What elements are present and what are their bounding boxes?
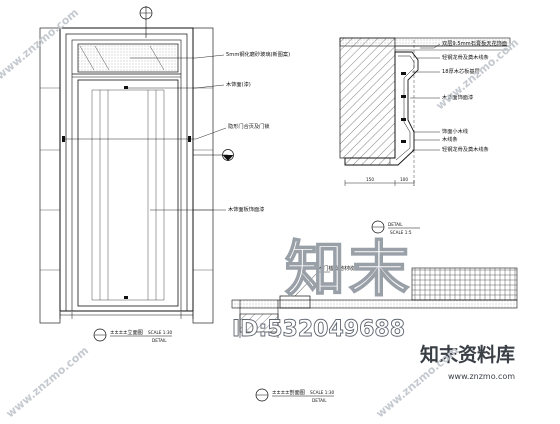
lower-title: ±±±±剖面图 xyxy=(272,388,305,396)
door-callout-4: 木饰面板饰面漆 xyxy=(228,205,264,213)
section-callout-1: 双层9.5mm石膏板天花饰面 xyxy=(442,39,507,47)
section-callout-4: 木饰面饰面漆 xyxy=(442,93,473,101)
elevation-title-block: ±±±±立面图 SCALE 1:30 DETAIL xyxy=(93,328,172,343)
door-callout-3: 隐形门合页及门锁 xyxy=(228,122,270,130)
watermark-diag-4: www.znzmo.com xyxy=(374,344,462,420)
floor-tile-band xyxy=(411,267,518,301)
watermark-id: ID:532049688 xyxy=(232,317,405,342)
floor-slab xyxy=(231,299,518,309)
section-callout-2: 轻钢龙骨及奠木线条 xyxy=(442,53,489,61)
watermark-diag-3: www.znzmo.com xyxy=(4,344,92,420)
section-detail: 双层9.5mm石膏板天花饰面 轻钢龙骨及奠木线条 18厚木芯板基层 木饰面饰面漆… xyxy=(339,37,511,235)
grid-tag-top xyxy=(139,6,153,38)
watermark-chars: 知末 xyxy=(285,235,413,305)
door-jamb xyxy=(71,39,182,312)
elevation-detail-label: DETAIL xyxy=(152,338,167,343)
threshold-callout: 木门槛及地材收口 xyxy=(318,264,360,272)
left-wall-strip xyxy=(39,27,61,324)
section-title-block: DETAIL SCALE 1:5 xyxy=(371,220,420,235)
section-callout-5: 饰面小木线 xyxy=(442,127,468,135)
elevation-title: ±±±±立面图 xyxy=(110,328,143,336)
wall-hatch xyxy=(339,37,396,159)
door-callout-1: 5mm钢化磨砂玻璃(新图案) xyxy=(226,50,290,58)
door-leaf-grain xyxy=(91,89,165,301)
watermark-url: www.znzmo.com xyxy=(448,372,515,381)
watermark-diag-1: www.znzmo.com xyxy=(0,6,81,82)
section-dimension-lines xyxy=(344,180,415,186)
elevation-scale: SCALE 1:30 xyxy=(148,330,172,335)
section-detail-label: DETAIL xyxy=(388,222,403,227)
watermark-brand: 知末资料库 xyxy=(420,343,515,366)
door-leaf xyxy=(77,79,179,307)
inner-casing xyxy=(65,33,188,312)
lower-detail-label: DETAIL xyxy=(312,398,327,403)
lower-title-scale: SCALE 1:30 xyxy=(310,390,334,395)
threshold-detail: 木门槛及地材收口 xyxy=(231,264,518,338)
door-callout-2: 木饰面(漆) xyxy=(226,80,251,88)
right-wall-strip xyxy=(192,27,214,324)
section-callout-6: 木线条 xyxy=(442,135,458,143)
door-elevation: 5mm钢化磨砂玻璃(新图案) 木饰面(漆) 隐形门合页及门锁 木饰面板饰面漆 ±… xyxy=(39,6,290,343)
section-marker-right xyxy=(193,149,234,161)
section-callout-3: 18厚木芯板基层 xyxy=(442,67,480,75)
lower-title-block: ±±±±剖面图 SCALE 1:30 DETAIL xyxy=(255,388,334,403)
section-callout-7: 轻钢龙骨及奠木线条 xyxy=(442,145,489,153)
section-dim-2: 100 xyxy=(400,177,408,182)
section-detail-scale: SCALE 1:5 xyxy=(390,230,412,235)
dimension-line-bottom xyxy=(59,312,194,319)
section-dim-1: 150 xyxy=(366,177,374,182)
